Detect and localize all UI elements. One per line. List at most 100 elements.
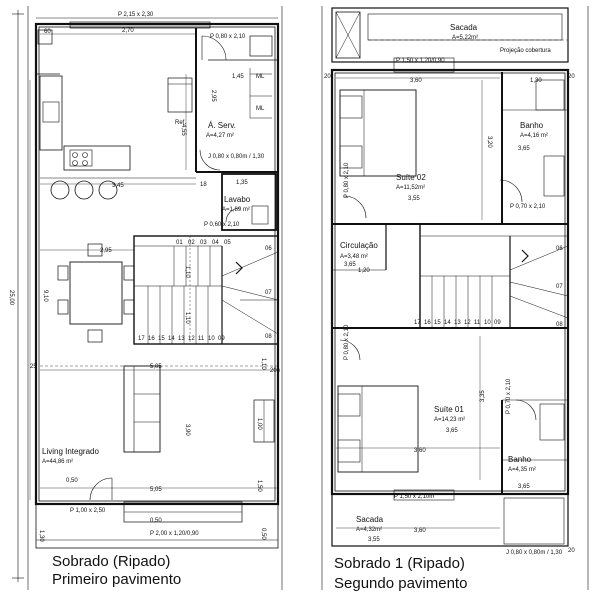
left-stair-step-09: 09	[218, 336, 225, 342]
right-plan-subtitle: Segundo pavimento	[334, 575, 468, 592]
right-stair-step-08: 08	[556, 322, 563, 328]
dim-serv-h: 2,95	[210, 90, 216, 102]
dim-top-width: 2,70	[122, 28, 134, 34]
dim-overall-h: 25,00	[8, 290, 14, 306]
suite01-door-label: P 0,70 x 2,10	[506, 378, 512, 414]
dim-w130a: 1,30	[530, 78, 542, 84]
sacada-bottom-name: Sacada	[356, 515, 384, 524]
dim-r110c: 1,10	[260, 358, 266, 370]
sacada-top-name: Sacada	[450, 23, 478, 32]
right-stair-step-13: 13	[454, 320, 461, 326]
left-stair-step-05: 05	[224, 240, 231, 246]
left-stair-step-14: 14	[168, 336, 175, 342]
dim-r150: 1,50	[256, 480, 262, 492]
area-servico-name: Á. Serv.	[208, 121, 236, 130]
dim-kitchen-w: 3,45	[112, 183, 124, 189]
lev-right-4: 3,65	[344, 262, 356, 268]
lev-right-2: 3,65	[446, 428, 458, 434]
dim-w25: 25	[30, 364, 37, 370]
dim-stair-w: 2,95	[100, 248, 112, 254]
ml-label-2: ML	[256, 106, 265, 112]
suite01-name: Suíte 01	[434, 405, 464, 414]
suite02-door-label: P 0,80 x 2,10	[344, 162, 350, 198]
dim-r100: 1,00	[256, 418, 262, 430]
left-outer-wall	[34, 22, 280, 506]
top-window-label: P 2,15 x 2,30	[118, 12, 154, 18]
dim-h335: 3,35	[480, 390, 486, 402]
circ-door-label: P 0,80 x 2,10	[344, 324, 350, 360]
dim-r050: 0,50	[260, 528, 266, 540]
serv-window-label: J 0,80 x 0,80m / 1,30	[208, 154, 265, 160]
projecao-label: Projeção cobertura	[500, 48, 551, 54]
dim-w20b: 20b	[270, 368, 281, 374]
dim-lav-w: 1,35	[236, 180, 248, 186]
dim-w120: 1,20	[358, 268, 370, 274]
circulacao-area: A=3,48 m²	[340, 254, 368, 260]
lev-right-3: 3,65	[518, 146, 530, 152]
lev-right-5: 3,65	[518, 484, 530, 490]
dim-w20c: 20	[568, 548, 575, 554]
right-stair-step-07: 07	[556, 284, 563, 290]
sacada-bottom-area: A=4,32m²	[356, 527, 382, 533]
serv-top-door-label: P 0,80 x 2,10	[210, 34, 246, 40]
left-plan-labels: P 2,15 x 2,30 60 2,70 P 0,80 x 2,10 1,45…	[8, 12, 281, 542]
dim-r130: 1,30	[38, 530, 44, 542]
lev-left-2: 0,50	[150, 518, 162, 524]
left-stair-step-07: 07	[265, 290, 272, 296]
left-stair-step-11: 11	[198, 336, 205, 342]
living-bottom-window-label: P 2,00 x 1,20/0,90	[150, 531, 199, 537]
dim-living-h: 9,10	[42, 290, 48, 302]
circulacao-name: Circulação	[340, 241, 378, 250]
dim-r110b: 1,10	[184, 312, 190, 324]
left-stair-step-16: 16	[148, 336, 155, 342]
lev-left-1: 0,50	[66, 478, 78, 484]
lavabo-door-label: P 0,60 x 2,10	[204, 222, 240, 228]
left-stair-step-01: 01	[176, 240, 183, 246]
banho-bottom-window-label: J 0,80 x 0,80m / 1,30	[506, 550, 563, 556]
left-stair-step-06: 06	[265, 246, 272, 252]
banho-bottom-area: A=4,35 m²	[508, 467, 536, 473]
left-floor-plan	[12, 6, 283, 590]
lev-right-6: 3,55	[368, 537, 380, 543]
banho-top-name: Banho	[520, 121, 544, 130]
banho-top-door-label: P 0,70 x 2,10	[510, 204, 546, 210]
dim-h320: 3,20	[486, 136, 492, 148]
dim-living-d: 3,90	[184, 424, 190, 436]
left-stair-step-17: 17	[138, 336, 145, 342]
left-plan-subtitle: Primeiro pavimento	[52, 571, 182, 588]
entry-door-label: P 1,00 x 2,50	[70, 508, 106, 514]
left-stair-step-04: 04	[212, 240, 219, 246]
sacada-top-door-label: P 1,50 x 1,20/0,90	[396, 58, 445, 64]
right-floor-plan	[321, 6, 589, 590]
left-plan-title: Sobrado (Ripado)	[52, 553, 171, 570]
suite02-area: A=11,52m²	[396, 185, 425, 191]
left-stair-step-03: 03	[200, 240, 207, 246]
dim-living-w: 5,05	[150, 364, 162, 370]
sacada-bottom-door-label: P 1,50 x 2,10m	[394, 494, 434, 500]
dim-top-small: 60	[44, 29, 51, 35]
right-stair-step-06: 06	[556, 246, 563, 252]
right-stair-step-09: 09	[494, 320, 501, 326]
dim-w20b-right: 20	[568, 74, 575, 80]
dim-kitchen-h: 4,55	[180, 124, 186, 136]
dim-w360a: 3,60	[410, 78, 422, 84]
lev-right-1: 3,55	[408, 196, 420, 202]
dim-r110a: 1,10	[184, 266, 190, 278]
right-stair-right-numbers: 06 07 08	[556, 246, 563, 328]
living-area: A=44,86 m²	[42, 459, 73, 465]
right-plan-labels: Sacada A=5,22m² Projeção cobertura P 1,5…	[324, 23, 575, 556]
right-stair-step-17: 17	[414, 320, 421, 326]
dim-w360b: 3,60	[414, 448, 426, 454]
left-stair-step-10: 10	[208, 336, 215, 342]
left-stair-step-12: 12	[188, 336, 195, 342]
right-stair-step-12: 12	[464, 320, 471, 326]
banho-bottom-name: Banho	[508, 455, 532, 464]
sacada-top-area: A=5,22m²	[452, 35, 478, 41]
dim-w-18: 18	[200, 182, 207, 188]
right-plan-title: Sobrado 1 (Ripado)	[334, 555, 465, 572]
right-stair-step-11: 11	[474, 320, 481, 326]
